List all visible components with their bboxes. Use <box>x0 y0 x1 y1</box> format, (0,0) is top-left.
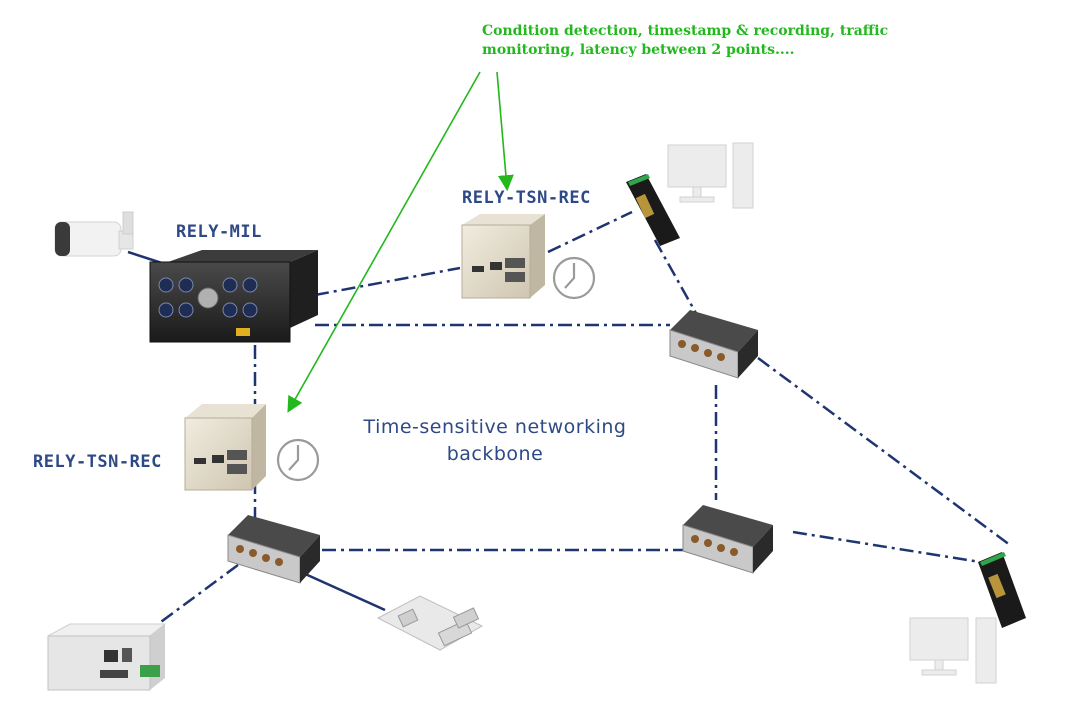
rely-mil-label: RELY-MIL <box>176 222 262 242</box>
link-switch-left-to-industrial-box <box>149 563 239 632</box>
raspberry-pi-board-icon <box>376 595 484 651</box>
pc-bottom-right-icon <box>909 617 997 684</box>
annotation-text: Condition detection, timestamp & recordi… <box>482 22 888 60</box>
link-top-rec-to-pc-card <box>547 210 633 254</box>
link-switch-bottom-to-pc-card-right <box>792 530 981 564</box>
tsn-switch-right-icon <box>669 310 758 379</box>
clock-icon-top <box>552 256 596 300</box>
annotation-arrows <box>287 71 514 413</box>
rely-tsn-rec-left-label: RELY-TSN-REC <box>33 452 162 472</box>
annotation-line-2: monitoring, latency between 2 points.... <box>482 42 795 58</box>
camera-icon <box>54 211 134 257</box>
rely-tsn-rec-top-label: RELY-TSN-REC <box>462 188 591 208</box>
link-switch-right-to-pc-card-right <box>757 356 1011 547</box>
link-mil-to-top-rec <box>314 266 461 297</box>
arrow-to-top-rec <box>496 71 514 192</box>
clock-icon-left <box>276 438 320 482</box>
rely-mil-device-icon <box>149 250 318 343</box>
link-pc-card-to-switch-right <box>653 239 699 316</box>
tsn-switch-left-icon <box>227 515 320 584</box>
pcie-card-top-icon <box>626 174 680 246</box>
network-links <box>149 210 1011 632</box>
tsn-switch-bottom-icon <box>682 505 773 574</box>
link-switch-left-to-raspberry-pi <box>302 571 386 612</box>
industrial-controller-icon <box>47 623 167 691</box>
pc-top-right-icon <box>667 142 754 209</box>
backbone-label-line-2: backbone <box>446 443 544 465</box>
rely-tsn-rec-top-device-icon <box>461 214 545 299</box>
backbone-label-line-1: Time-sensitive networking <box>363 416 627 438</box>
backbone-label: Time-sensitive networking backbone <box>340 414 650 468</box>
annotation-line-1: Condition detection, timestamp & recordi… <box>482 23 889 39</box>
arrow-to-left-rec <box>287 71 481 413</box>
pcie-card-bottom-icon <box>978 552 1026 628</box>
rely-tsn-rec-left-device-icon <box>184 404 266 491</box>
